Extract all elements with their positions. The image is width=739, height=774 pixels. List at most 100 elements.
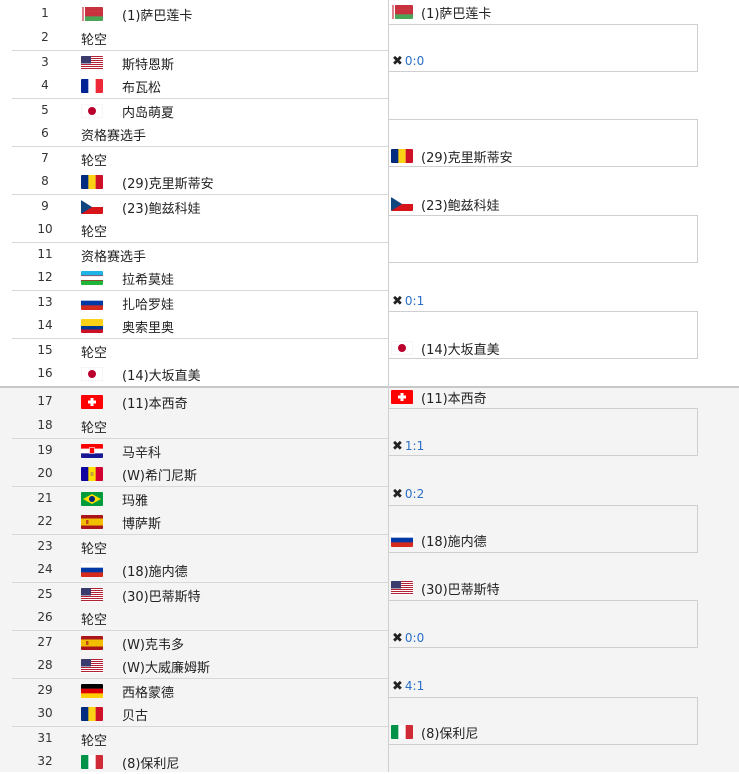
draw-position-number: 28 xyxy=(37,658,53,672)
player-name[interactable]: 轮空 xyxy=(81,225,108,240)
bracket-entry-row[interactable]: 24(18)施内德 xyxy=(12,558,388,582)
head-to-head-score[interactable]: ✖0:2 xyxy=(392,487,424,502)
player-name[interactable]: (11)本西奇 xyxy=(122,397,188,412)
player-name[interactable]: 轮空 xyxy=(81,33,108,48)
draw-position-number: 2 xyxy=(41,30,49,44)
bracket-entry-row[interactable]: 32(8)保利尼 xyxy=(12,750,388,774)
draw-position-number: 22 xyxy=(37,514,53,528)
player-name[interactable]: 轮空 xyxy=(81,613,108,628)
player-name[interactable]: 内岛萌夏 xyxy=(122,106,175,121)
bracket-entry-row[interactable]: 22 博萨斯 xyxy=(12,510,388,534)
bracket-entry-row[interactable]: 2 轮空 xyxy=(12,26,388,50)
player-name[interactable]: (1)萨巴莲卡 xyxy=(122,9,193,24)
bracket-entry-row[interactable]: 9(23)鲍兹科娃 xyxy=(12,194,388,218)
bracket-entry-row[interactable]: 4 布瓦松 xyxy=(12,74,388,98)
advanced-player-name[interactable]: (18)施内德 xyxy=(421,535,487,550)
player-name[interactable]: (8)保利尼 xyxy=(122,757,180,772)
player-name[interactable]: 资格赛选手 xyxy=(81,129,147,144)
head-to-head-score[interactable]: ✖1:1 xyxy=(392,439,424,454)
player-name[interactable]: 轮空 xyxy=(81,154,108,169)
player-name[interactable]: 西格蒙德 xyxy=(122,686,175,701)
advanced-player-name[interactable]: (11)本西奇 xyxy=(421,392,487,407)
advanced-player-name[interactable]: (14)大坂直美 xyxy=(421,343,500,358)
flag-ro-icon xyxy=(81,707,103,721)
bracket-entry-row[interactable]: 17(11)本西奇 xyxy=(12,390,388,414)
bracket-entry-row[interactable]: 28 (W)大威廉姆斯 xyxy=(12,654,388,678)
bracket-entry-row[interactable]: 16 (14)大坂直美 xyxy=(12,362,388,386)
player-name[interactable]: (29)克里斯蒂安 xyxy=(122,177,214,192)
player-name[interactable]: 玛雅 xyxy=(122,494,149,509)
head-to-head-score[interactable]: ✖0:1 xyxy=(392,294,424,309)
player-name[interactable]: 奥索里奥 xyxy=(122,321,175,336)
player-name[interactable]: (W)克韦多 xyxy=(122,638,184,653)
flag-ru-icon xyxy=(81,296,103,310)
top-half-section xyxy=(0,0,739,386)
player-name[interactable]: 轮空 xyxy=(81,734,108,749)
player-name[interactable]: 贝古 xyxy=(122,709,149,724)
player-name[interactable]: (18)施内德 xyxy=(122,565,188,580)
bracket-entry-row[interactable]: 8(29)克里斯蒂安 xyxy=(12,170,388,194)
flag-co-icon xyxy=(81,319,103,333)
player-name[interactable]: 马辛科 xyxy=(122,446,162,461)
player-name[interactable]: 轮空 xyxy=(81,421,108,436)
flag-by-icon xyxy=(81,7,103,21)
bracket-entry-row[interactable]: 27(W)克韦多 xyxy=(12,630,388,654)
bracket-entry-row[interactable]: 1 (1)萨巴莲卡 xyxy=(12,2,388,26)
draw-position-number: 4 xyxy=(41,78,49,92)
advanced-player-name[interactable]: (8)保利尼 xyxy=(421,727,479,742)
versus-icon: ✖ xyxy=(392,54,403,69)
player-name[interactable]: (14)大坂直美 xyxy=(122,369,201,384)
head-to-head-score[interactable]: ✖0:0 xyxy=(392,631,424,646)
draw-position-number: 16 xyxy=(37,366,53,380)
flag-jp-icon xyxy=(81,367,103,381)
advanced-player-name[interactable]: (29)克里斯蒂安 xyxy=(421,151,513,166)
versus-icon: ✖ xyxy=(392,294,403,309)
player-name[interactable]: (23)鲍兹科娃 xyxy=(122,202,201,217)
advanced-player-name[interactable]: (1)萨巴莲卡 xyxy=(421,7,492,22)
player-name[interactable]: 扎哈罗娃 xyxy=(122,298,175,313)
draw-position-number: 19 xyxy=(37,443,53,457)
player-name[interactable]: 布瓦松 xyxy=(122,81,162,96)
flag-by-icon xyxy=(391,5,413,19)
draw-position-number: 1 xyxy=(41,6,49,20)
draw-position-number: 30 xyxy=(37,706,53,720)
player-name[interactable]: 拉希莫娃 xyxy=(122,273,175,288)
player-name[interactable]: 轮空 xyxy=(81,346,108,361)
bracket-entry-row[interactable]: 25(30)巴蒂斯特 xyxy=(12,582,388,606)
player-name[interactable]: 资格赛选手 xyxy=(81,250,147,265)
advanced-player-name[interactable]: (30)巴蒂斯特 xyxy=(421,583,500,598)
player-name[interactable]: 轮空 xyxy=(81,542,108,557)
draw-position-number: 3 xyxy=(41,55,49,69)
flag-us-icon xyxy=(81,659,103,673)
player-name[interactable]: 博萨斯 xyxy=(122,517,162,532)
score-text: 4:1 xyxy=(404,679,425,693)
advanced-player-name[interactable]: (23)鲍兹科娃 xyxy=(421,199,500,214)
bracket-entry-row[interactable]: 3 斯特恩斯 xyxy=(12,50,388,74)
head-to-head-score[interactable]: ✖4:1 xyxy=(392,679,424,694)
bracket-connector xyxy=(389,408,698,456)
player-name[interactable]: 斯特恩斯 xyxy=(122,58,175,73)
bracket-entry-row[interactable]: 30 贝古 xyxy=(12,702,388,726)
player-name[interactable]: (W)希门尼斯 xyxy=(122,469,197,484)
head-to-head-score[interactable]: ✖0:0 xyxy=(392,54,424,69)
flag-jp-icon xyxy=(81,104,103,118)
bracket-entry-row[interactable]: 19 马辛科 xyxy=(12,438,388,462)
player-name[interactable]: (W)大威廉姆斯 xyxy=(122,661,210,676)
player-name[interactable]: (30)巴蒂斯特 xyxy=(122,590,201,605)
bracket-entry-row[interactable]: 20(W)希门尼斯 xyxy=(12,462,388,486)
